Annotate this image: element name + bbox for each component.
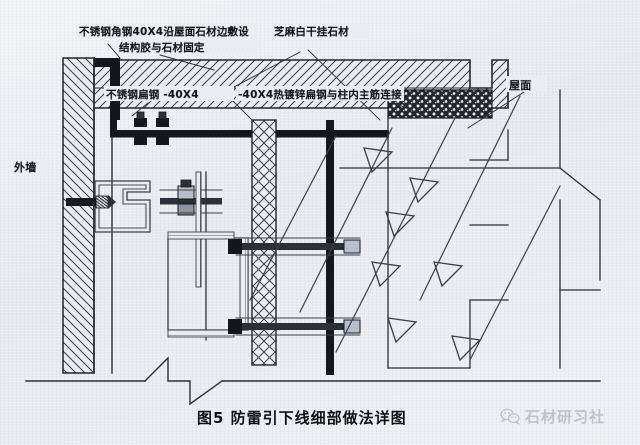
annotation-roof: 屋面	[509, 79, 532, 92]
wechat-icon	[500, 408, 520, 425]
annotation-flat-steel: 不锈钢扁钢 -40X4	[106, 89, 199, 101]
label-backings	[10, 24, 546, 174]
curtain-wall-bracket	[66, 180, 151, 233]
concrete-speckle-band	[387, 89, 493, 119]
mullion-edge	[195, 171, 202, 288]
bolted-bar-lower	[228, 317, 361, 336]
exterior-wall-hatched	[62, 57, 95, 374]
section-triangle-marks	[363, 147, 482, 362]
bolted-bar-upper	[228, 237, 361, 256]
angle-bracket-bolt	[159, 179, 223, 216]
watermark-text: 石材研习社	[525, 408, 606, 426]
annotation-galvanized-flat-steel: -40X4热镀锌扁钢与柱内主筋连接	[238, 89, 402, 101]
right-parapet-profile	[559, 89, 601, 369]
right-wall-outline	[387, 117, 509, 369]
ground-break-line	[25, 356, 601, 406]
figure-caption: 图5 防雷引下线细部做法详图	[197, 409, 407, 427]
leader-lines	[107, 43, 525, 129]
annotation-exterior-wall: 外墙	[14, 161, 37, 174]
annotation-angle-steel-line2: 结构胶与石材固定	[119, 42, 205, 54]
stainless-flat-steel-bar	[110, 118, 389, 138]
bolted-connection-top	[134, 111, 169, 145]
watermark: 石材研习社	[500, 406, 605, 427]
annotation-stone-cladding: 芝麻白干挂石材	[274, 26, 349, 38]
annotation-angle-steel-line1: 不锈钢角钢40X4沿屋面石材边敷设	[79, 26, 249, 38]
